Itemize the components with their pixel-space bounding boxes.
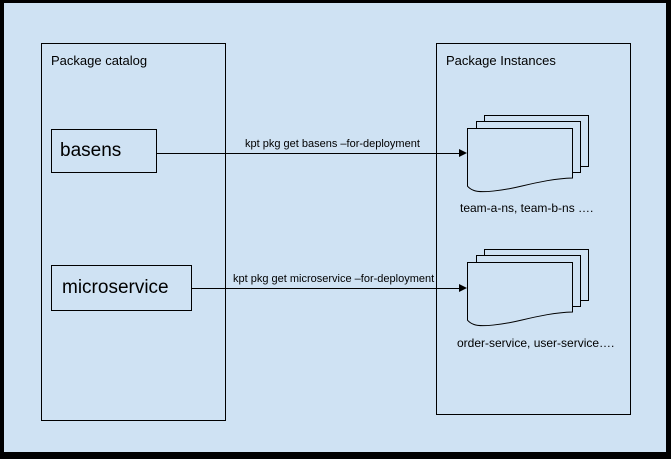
package-catalog-title: Package catalog	[51, 53, 148, 68]
stack-caption-service: order-service, user-service….	[457, 336, 615, 350]
arrow-basens-head-icon	[459, 149, 467, 157]
arrow-basens-label: kpt pkg get basens –for-deployment	[245, 138, 420, 150]
arrow-microservice-line	[192, 288, 460, 289]
node-basens: basens	[51, 129, 157, 173]
arrow-microservice-label: kpt pkg get microservice –for-deployment	[233, 273, 435, 285]
diagram-background	[4, 3, 666, 452]
node-microservice-label: microservice	[62, 277, 169, 298]
document-page-front-icon	[467, 128, 573, 193]
package-catalog-box: Package catalog	[41, 43, 226, 421]
node-basens-label: basens	[60, 140, 122, 161]
arrow-basens-line	[157, 153, 460, 154]
package-instances-title: Package Instances	[446, 53, 556, 68]
node-microservice: microservice	[51, 265, 192, 311]
document-page-front-icon	[467, 262, 573, 327]
stack-caption-team: team-a-ns, team-b-ns ….	[460, 201, 594, 215]
arrow-microservice-head-icon	[459, 284, 467, 292]
package-instances-box: Package Instances	[436, 43, 631, 415]
